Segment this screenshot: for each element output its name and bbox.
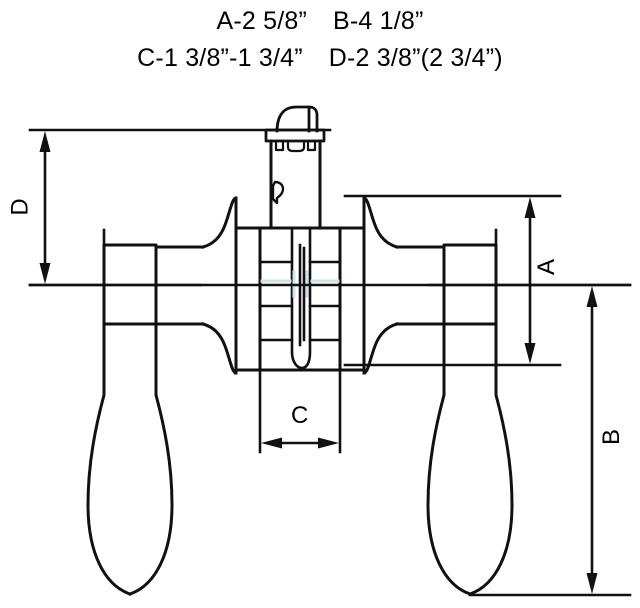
right-paddle-inner xyxy=(468,322,514,596)
left-lever-handle xyxy=(86,243,174,596)
a-arrow-bottom xyxy=(524,343,536,364)
right-rose-flare-bottom xyxy=(362,322,399,375)
collar-plate xyxy=(264,128,326,143)
thumb-turn-knob xyxy=(275,105,319,133)
dimension-label-b: B xyxy=(598,428,626,446)
cylinder-collar xyxy=(264,128,326,143)
right-rose-to-barrel xyxy=(338,226,366,372)
d-arrow-bottom xyxy=(39,263,51,284)
thumbturn-paddle xyxy=(275,105,319,133)
b-arrow-bottom xyxy=(586,573,598,594)
c-arrow-left xyxy=(261,437,282,449)
shank-reference-lines xyxy=(102,228,498,247)
left-paddle-outer xyxy=(86,322,132,596)
notch-right xyxy=(306,139,317,152)
notch-left xyxy=(274,139,285,152)
keyway-shape xyxy=(271,180,285,205)
c-arrow-right xyxy=(318,437,339,449)
barrel-ribs xyxy=(258,260,342,342)
dimension-label-d: D xyxy=(6,198,34,216)
right-paddle-outer xyxy=(426,322,472,596)
center-spindle xyxy=(258,226,342,372)
dimension-label-c: C xyxy=(291,402,309,429)
a-arrow-top xyxy=(524,197,536,218)
left-rose-to-barrel xyxy=(234,226,262,372)
collar-detail-notches xyxy=(274,139,317,153)
spindle-outline xyxy=(290,226,312,370)
left-paddle-inner xyxy=(128,322,174,596)
spindle-slot xyxy=(290,226,312,370)
dimension-label-a: A xyxy=(533,258,561,276)
collar-center-lug xyxy=(286,139,306,153)
dimension-a-group xyxy=(343,194,562,367)
left-rose-flare-bottom xyxy=(201,322,238,375)
right-lever-handle xyxy=(426,243,514,596)
lock-cylinder-housing xyxy=(269,139,322,230)
d-arrow-top xyxy=(39,131,51,152)
b-arrow-top xyxy=(586,286,598,307)
keyway-glyph xyxy=(271,180,285,205)
right-rose-flare-top xyxy=(362,196,399,249)
left-rose-flare-top xyxy=(201,196,238,249)
